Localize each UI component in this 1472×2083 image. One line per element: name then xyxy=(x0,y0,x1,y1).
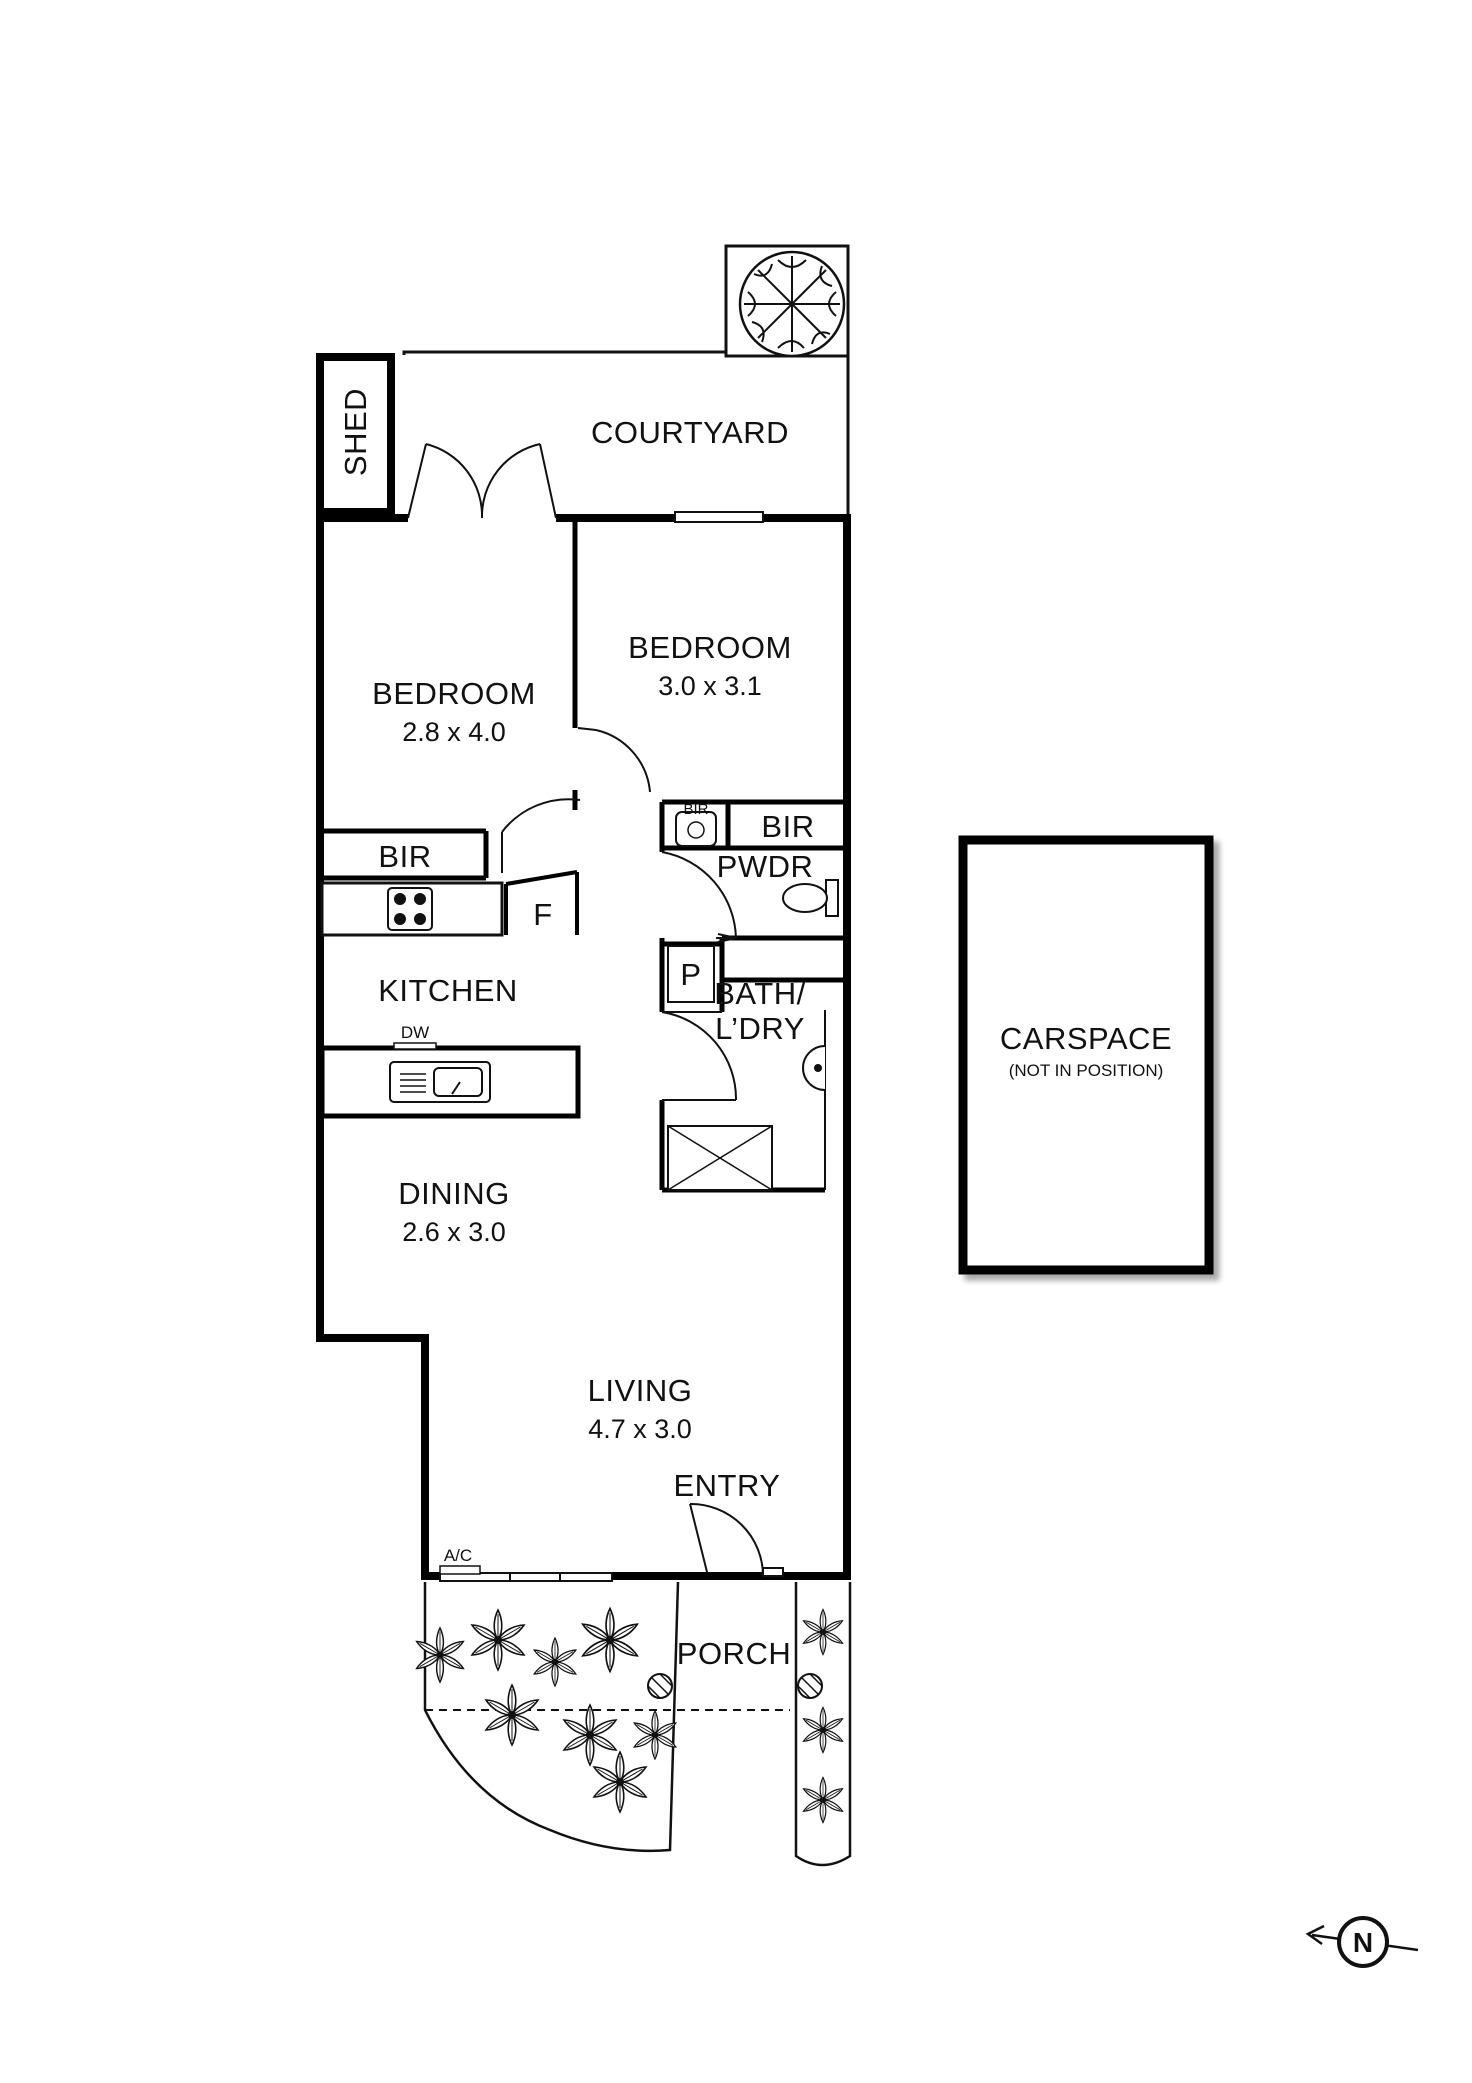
courtyard-window xyxy=(674,511,764,523)
carspace-note: (NOT IN POSITION) xyxy=(1009,1061,1164,1080)
french-doors xyxy=(407,443,557,519)
bedroom-left-size: 2.8 x 4.0 xyxy=(402,717,506,747)
carspace-outline xyxy=(958,835,1214,1275)
bir-left-label: BIR xyxy=(378,839,431,874)
courtyard-label: COURTYARD xyxy=(591,415,789,450)
kitchen-bench xyxy=(319,881,581,1119)
kitchen-label: KITCHEN xyxy=(378,973,518,1008)
bedroom-right-size: 3.0 x 3.1 xyxy=(658,671,762,701)
dining-size: 2.6 x 3.0 xyxy=(402,1217,506,1247)
living-window xyxy=(439,1572,613,1582)
bedroom-right-label: BEDROOM xyxy=(628,630,792,665)
aircon-unit xyxy=(439,1565,481,1575)
living-size: 4.7 x 3.0 xyxy=(588,1414,692,1444)
laundry-basin-icon xyxy=(802,1010,826,1190)
bedroom-left-label: BEDROOM xyxy=(372,676,536,711)
shed-wall xyxy=(316,353,395,516)
kitchen-sink-icon xyxy=(389,1061,491,1103)
fridge-cabinet xyxy=(504,870,579,935)
laundry-label: L’DRY xyxy=(715,1011,805,1046)
dining-label: DINING xyxy=(398,1176,510,1211)
pantry-cabinet xyxy=(667,945,715,1003)
shower-icon xyxy=(667,1125,773,1191)
letterbox-icon xyxy=(647,1673,823,1699)
bir-right-label: BIR xyxy=(761,809,814,844)
fridge-label: F xyxy=(533,897,552,932)
entry-label: ENTRY xyxy=(673,1468,780,1503)
bir-small-label: BIR xyxy=(683,801,708,818)
toilet-icon xyxy=(782,879,839,917)
pwdr-label: PWDR xyxy=(717,849,814,884)
shed-label: SHED xyxy=(338,388,373,476)
cooktop-icon xyxy=(387,887,433,931)
interior-doors xyxy=(501,727,784,1577)
pwdr-basin-icon xyxy=(675,811,717,847)
living-label: LIVING xyxy=(588,1373,693,1408)
dishwasher-label: DW xyxy=(401,1023,429,1042)
porch-label: PORCH xyxy=(677,1636,791,1671)
dishwasher-mark xyxy=(393,1042,437,1050)
carspace-label: CARSPACE xyxy=(1000,1021,1172,1056)
compass-label: N xyxy=(1353,1927,1373,1958)
pantry-label: P xyxy=(680,957,701,992)
exterior-walls xyxy=(316,514,851,1580)
front-garden xyxy=(423,1581,852,1867)
interior-walls xyxy=(322,522,847,1193)
aircon-label: A/C xyxy=(444,1546,472,1565)
courtyard-tree-icon xyxy=(738,250,846,358)
bath-label: BATH/ xyxy=(714,976,806,1011)
north-arrow-icon xyxy=(1305,1916,1419,1968)
